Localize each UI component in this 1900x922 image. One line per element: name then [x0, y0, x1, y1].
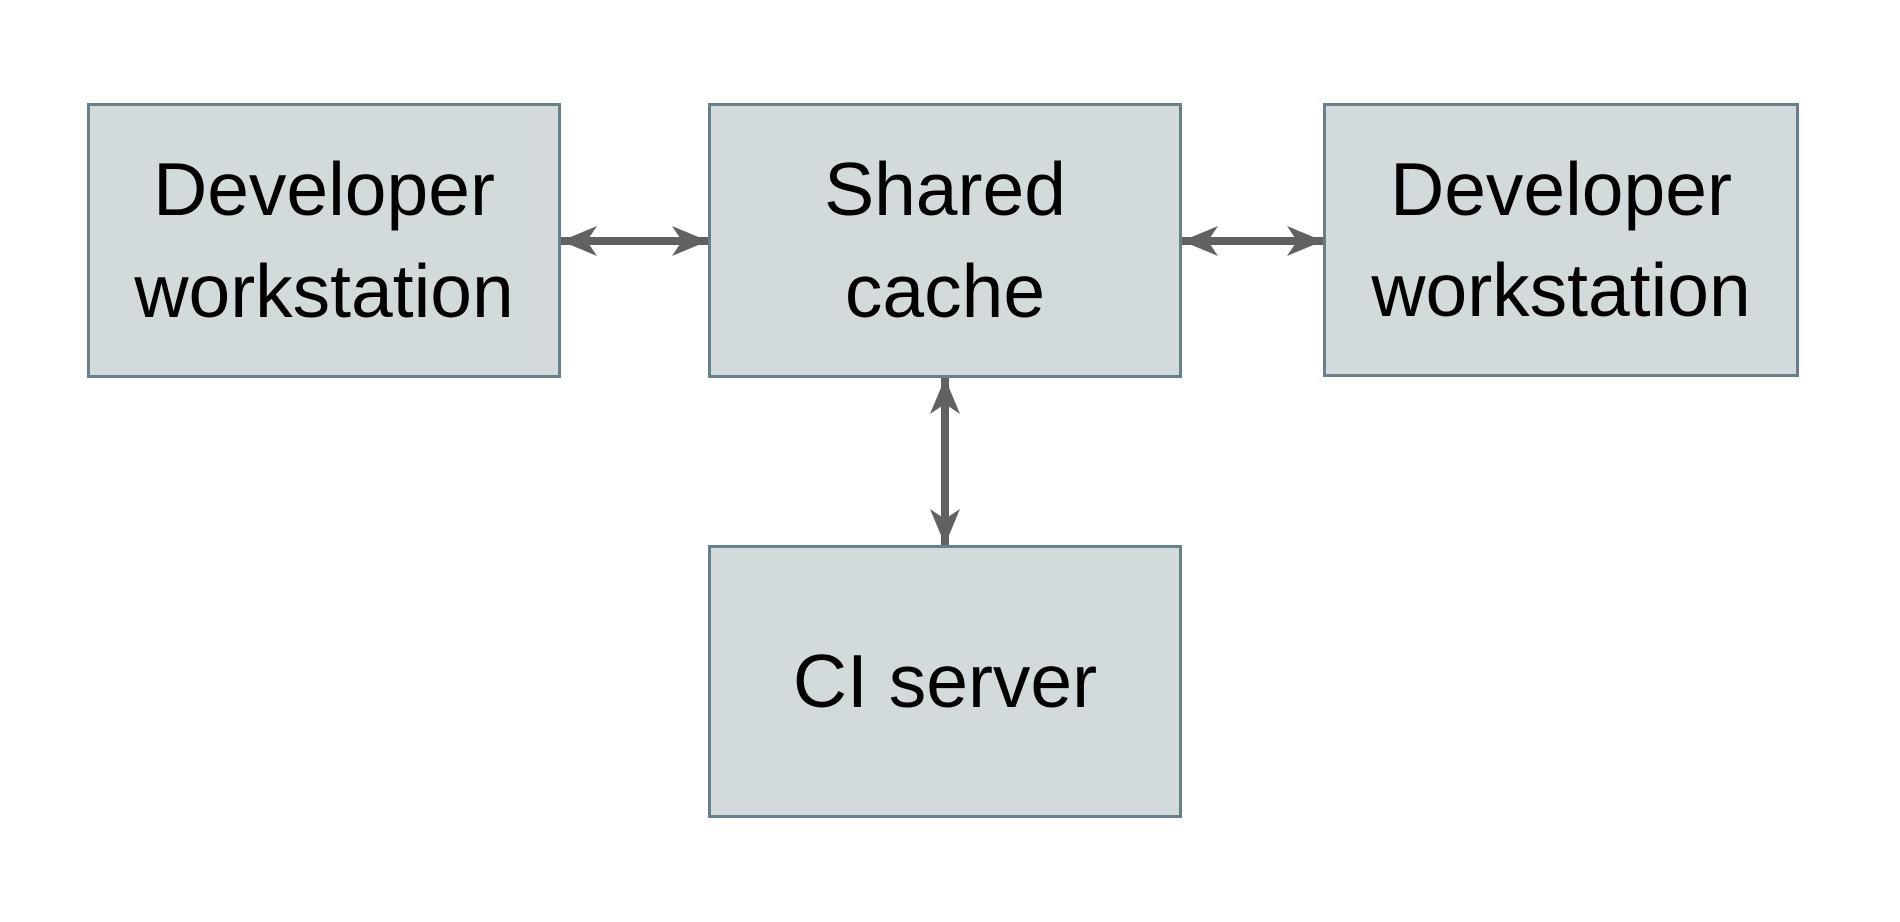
- node-label-line: workstation: [1371, 248, 1751, 332]
- node-developer-workstation-right: Developer workstation: [1323, 103, 1799, 377]
- node-label-line: CI server: [792, 638, 1098, 723]
- node-label-line: Shared: [824, 147, 1066, 232]
- node-developer-workstation-left: Developer workstation: [87, 103, 561, 378]
- node-label: CI server: [793, 631, 1097, 732]
- node-label-line: Developer: [153, 147, 495, 232]
- node-ci-server: CI server: [708, 545, 1182, 818]
- node-label-line: cache: [844, 248, 1046, 333]
- node-label-line: Developer: [1390, 146, 1732, 231]
- node-label: Developer workstation: [1371, 139, 1750, 342]
- node-shared-cache: Shared cache: [708, 103, 1182, 378]
- node-label-line: workstation: [134, 248, 514, 333]
- node-label: Shared cache: [824, 139, 1066, 342]
- node-label: Developer workstation: [134, 139, 513, 342]
